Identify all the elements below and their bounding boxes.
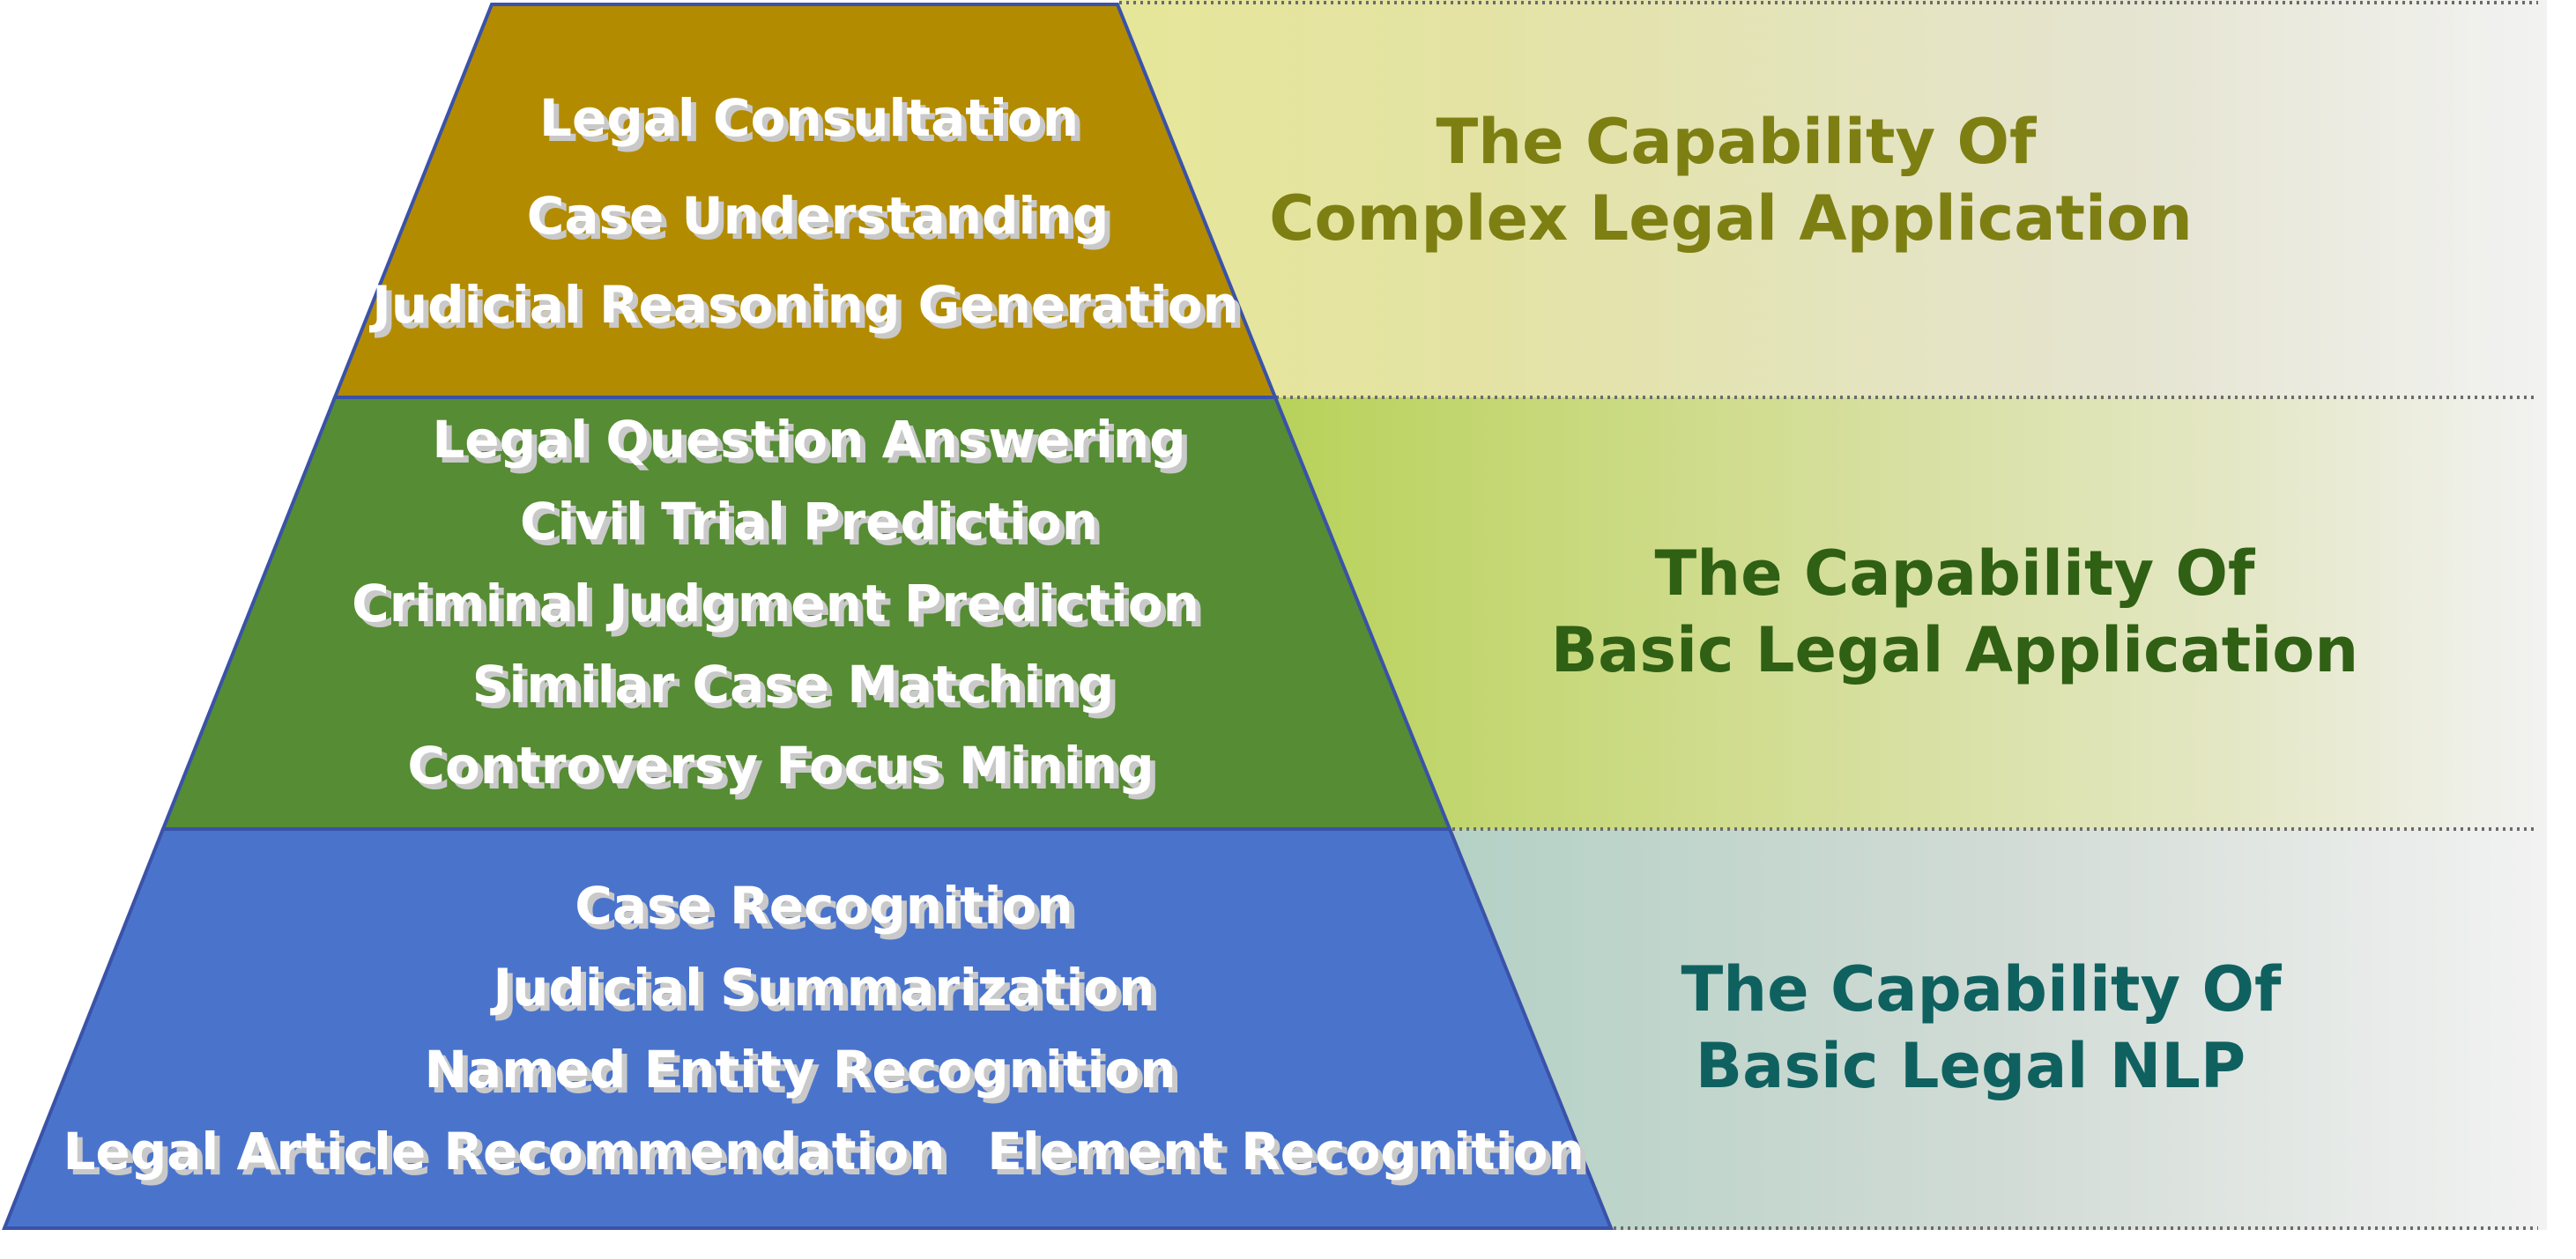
similar-case-matching-label: Similar Case Matching [472,655,1114,715]
bottom-caption-line-1: The Capability Of [1681,953,2283,1026]
bottom-item-shadow: Legal Article Recommendation [68,1127,950,1187]
top-item-shadow: Case Understanding [532,191,1115,251]
middle-caption-line-1: The Capability Of [1655,537,2256,610]
legal-consultation-label: Legal Consultation [539,88,1079,148]
middle-item-shadow: Controversy Focus Mining [412,741,1159,801]
bottom-item-shadow: Element Recognition [992,1127,1589,1187]
middle-capability-band [1278,397,2547,829]
bottom-item-shadow: Named Entity Recognition [429,1045,1181,1105]
bottom-capability-caption: The Capability Of Basic Legal NLP [1681,953,2283,1102]
top-capability-caption: The Capability Of Complex Legal Applicat… [1269,106,2193,255]
bottom-capability-band [1445,829,2547,1230]
legal-article-recommendation-label: Legal Article Recommendation [63,1122,945,1181]
judicial-summarization-label: Judicial Summarization [490,958,1155,1018]
top-caption-line-2: Complex Legal Application [1269,182,2193,255]
middle-item-shadow: Criminal Judgment Prediction [357,579,1205,639]
middle-capability-caption: The Capability Of Basic Legal Applicatio… [1551,537,2358,686]
case-understanding-label: Case Understanding [527,186,1110,246]
element-recognition-label: Element Recognition [987,1122,1584,1181]
pyramid-bottom-tier [2,827,1614,1230]
controversy-focus-mining-label: Controversy Focus Mining [407,736,1154,796]
middle-item-shadow: Civil Trial Prediction [525,497,1103,557]
middle-item-shadow: Similar Case Matching [478,660,1119,720]
top-caption-line-1: The Capability Of [1436,106,2038,178]
top-item-shadow: Judicial Reasoning Generation [374,280,1243,340]
case-recognition-label: Case Recognition [575,876,1073,936]
top-tier-items: Legal Consultation Legal Consultation Ca… [368,88,1243,340]
bottom-caption-line-2: Basic Legal NLP [1696,1030,2246,1102]
bottom-tier-items: Case Recognition Case Recognition Judici… [63,876,1589,1187]
bottom-item-shadow: Case Recognition [580,881,1078,941]
top-capability-band [1119,0,2547,397]
bottom-item-shadow: Judicial Summarization [495,963,1161,1023]
legal-question-answering-label: Legal Question Answering [432,410,1185,470]
middle-item-shadow: Legal Question Answering [437,415,1191,475]
named-entity-recognition-label: Named Entity Recognition [424,1040,1176,1100]
criminal-judgment-prediction-label: Criminal Judgment Prediction [352,574,1199,633]
middle-caption-line-2: Basic Legal Application [1551,614,2358,686]
civil-trial-prediction-label: Civil Trial Prediction [520,492,1098,552]
middle-tier-items: Legal Question Answering Legal Question … [352,410,1205,801]
top-item-shadow: Legal Consultation [545,93,1084,153]
judicial-reasoning-generation-label: Judicial Reasoning Generation [368,275,1238,335]
